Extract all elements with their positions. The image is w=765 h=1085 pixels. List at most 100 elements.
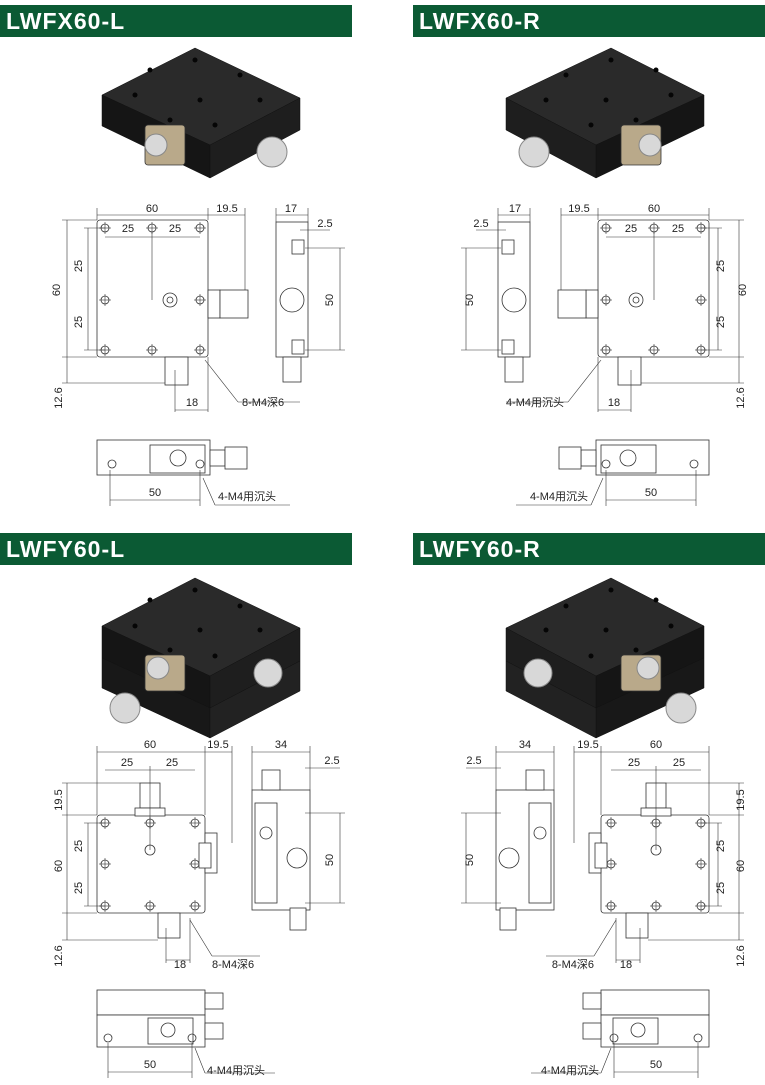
dimension-label: 50 bbox=[144, 1059, 156, 1071]
bottom-view-upper bbox=[600, 989, 710, 1016]
dimension-label: 50 bbox=[650, 1059, 662, 1071]
side-screw bbox=[259, 826, 273, 840]
top-hole-photo bbox=[132, 623, 138, 629]
center-hole bbox=[162, 292, 178, 308]
hole bbox=[103, 1033, 113, 1043]
top-hole-photo bbox=[147, 67, 153, 73]
top-hole-photo bbox=[608, 587, 614, 593]
dimension-label: 17 bbox=[509, 203, 521, 215]
section-title: LWFY60-R bbox=[413, 533, 765, 565]
dimension-line bbox=[593, 919, 617, 957]
micrometer-knob-photo bbox=[638, 133, 662, 157]
top-hole-photo bbox=[167, 647, 173, 653]
dimension-label: 19.5 bbox=[577, 739, 598, 751]
dimension-line bbox=[567, 359, 602, 403]
dimension-label: 12.6 bbox=[53, 945, 65, 966]
dimension-line bbox=[202, 477, 216, 506]
dimension-label: 50 bbox=[464, 294, 476, 306]
dimension-label: 25 bbox=[169, 223, 181, 235]
micrometer-knob-photo bbox=[109, 692, 141, 724]
top-hole-photo bbox=[147, 597, 153, 603]
top-hole-photo bbox=[257, 627, 263, 633]
top-hole-photo bbox=[543, 627, 549, 633]
dimension-label: 60 bbox=[146, 203, 158, 215]
dimension-label: 60 bbox=[737, 284, 749, 296]
dimension-label: 12.6 bbox=[735, 387, 747, 408]
knob-upper bbox=[204, 992, 224, 1010]
dimension-label: 50 bbox=[324, 294, 336, 306]
dimension-label: 8-M4深6 bbox=[242, 396, 284, 409]
dimension-line bbox=[194, 1047, 206, 1074]
side-detail bbox=[254, 802, 278, 904]
top-hole-photo bbox=[633, 647, 639, 653]
hole bbox=[187, 1033, 197, 1043]
micrometer-knob-photo bbox=[256, 136, 288, 168]
dimension-label: 4-M4用沉头 bbox=[530, 490, 588, 503]
top-hole-photo bbox=[192, 57, 198, 63]
bottom-knob bbox=[625, 912, 649, 939]
dimension-label: 18 bbox=[620, 959, 632, 971]
hole bbox=[107, 459, 117, 469]
hole bbox=[601, 459, 611, 469]
micrometer-knob-photo bbox=[636, 656, 660, 680]
dimension-label: 18 bbox=[174, 959, 186, 971]
micrometer-knob-photo bbox=[523, 658, 553, 688]
top-hole-photo bbox=[212, 122, 218, 128]
dimension-line bbox=[600, 1047, 612, 1074]
top-hole-photo bbox=[563, 72, 569, 78]
top-hole-photo bbox=[653, 597, 659, 603]
top-hole-photo bbox=[167, 117, 173, 123]
dimension-label: 34 bbox=[275, 739, 287, 751]
side-knob bbox=[219, 289, 249, 319]
side-bottom-knob bbox=[499, 907, 517, 931]
top-view-outline bbox=[597, 219, 710, 358]
top-hole-photo bbox=[563, 603, 569, 609]
bottom-view-upper bbox=[96, 989, 206, 1016]
side-knob bbox=[557, 289, 587, 319]
dimension-label: 18 bbox=[186, 397, 198, 409]
ball-detail bbox=[501, 287, 527, 313]
dimension-label: 60 bbox=[51, 284, 63, 296]
dimension-label: 25 bbox=[672, 223, 684, 235]
side-screw bbox=[291, 339, 305, 355]
side-screw bbox=[501, 339, 515, 355]
dimension-label: 2.5 bbox=[466, 755, 481, 767]
top-hole-photo bbox=[237, 603, 243, 609]
ball-detail bbox=[279, 287, 305, 313]
side-screw bbox=[533, 826, 547, 840]
hole bbox=[689, 459, 699, 469]
top-view-outline bbox=[600, 814, 710, 914]
dimension-label: 25 bbox=[673, 757, 685, 769]
dimension-label: 25 bbox=[73, 840, 85, 852]
top-hole-photo bbox=[237, 72, 243, 78]
ball-detail bbox=[286, 847, 308, 869]
knob-body bbox=[209, 449, 226, 467]
top-view-outline bbox=[96, 219, 209, 358]
knob-body bbox=[207, 289, 221, 319]
side-knob bbox=[594, 842, 608, 869]
center-hole bbox=[628, 292, 644, 308]
dimension-label: 8-M4深6 bbox=[212, 958, 254, 971]
dimension-label: 19.5 bbox=[735, 789, 747, 810]
top-hole-photo bbox=[197, 97, 203, 103]
dimension-label: 19.5 bbox=[568, 203, 589, 215]
side-knob bbox=[224, 446, 248, 470]
knob-lower bbox=[204, 1022, 224, 1040]
hole bbox=[609, 1033, 619, 1043]
micrometer-knob-photo bbox=[253, 658, 283, 688]
dimension-line bbox=[204, 359, 239, 403]
center-hole-inner bbox=[166, 296, 174, 304]
dimension-label: 25 bbox=[625, 223, 637, 235]
side-knob bbox=[504, 356, 524, 383]
dimension-label: 19.5 bbox=[216, 203, 237, 215]
dimension-label: 4-M4用沉头 bbox=[541, 1064, 599, 1077]
dimension-label: 2.5 bbox=[473, 218, 488, 230]
dimension-label: 60 bbox=[53, 860, 65, 872]
dimension-label: 2.5 bbox=[317, 218, 332, 230]
dimension-label: 18 bbox=[608, 397, 620, 409]
dimension-label: 4-M4用沉头 bbox=[506, 396, 564, 409]
dimension-label: 17 bbox=[285, 203, 297, 215]
